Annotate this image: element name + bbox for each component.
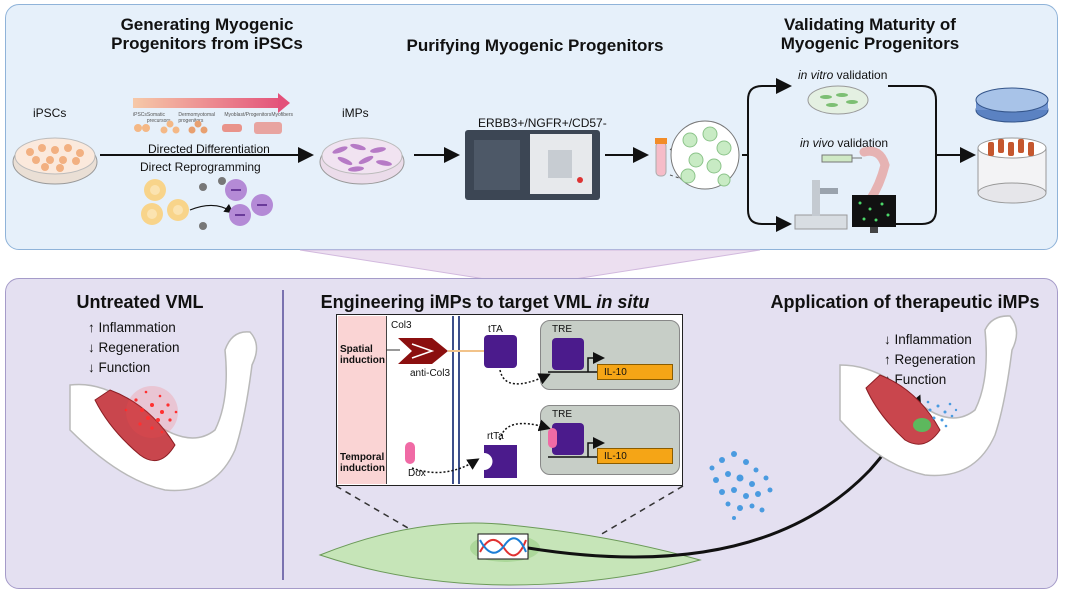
outcome-item: ↓ Function [88, 360, 151, 375]
il10-gene-spatial: IL-10 [597, 364, 673, 380]
outcome-item: ↑ Regeneration [884, 352, 976, 367]
monitor-icon [852, 195, 896, 233]
section-title-generating: Generating Myogenic Progenitors from iPS… [111, 15, 303, 53]
engineered-cell-icon [318, 522, 702, 586]
cell-sorter-icon [465, 130, 600, 200]
col3-label: Col3 [391, 320, 412, 331]
tta-bound-tre-icon [552, 338, 584, 370]
reprogramming-cells-icon [141, 177, 273, 230]
stage-label: iPSCs [133, 112, 147, 118]
stage-label: Myofibers [271, 112, 293, 118]
untreated-outcomes-list: ↑ Inflammation ↓ Regeneration ↓ Function [88, 318, 180, 378]
gradient-arrowhead [278, 93, 290, 113]
treated-arm-icon [839, 315, 1018, 477]
untreated-arm-icon [69, 331, 258, 492]
ecm-region [338, 316, 387, 484]
temporal-induction-label: Temporal induction [340, 452, 385, 474]
engineering-title: Engineering iMPs to target VML in situ [320, 292, 650, 312]
dox-molecule-icon [405, 442, 415, 464]
treated-outcomes-list: ↓ Inflammation ↑ Regeneration ↑ Function [884, 330, 976, 390]
sample-tube-icon [655, 138, 667, 177]
in-vitro-label: in vitro validation [798, 68, 888, 82]
rtta-label: rtTa [487, 431, 504, 442]
il10-label: IL-10 [604, 367, 627, 378]
magnified-cells-icon [670, 120, 740, 190]
untreated-vml-title: Untreated VML [76, 292, 204, 312]
il10-gene-temporal: IL-10 [597, 448, 673, 464]
panel-divider [282, 290, 284, 580]
stage-label: Somatic precursors [146, 112, 171, 124]
in-vivo-label: in vivo validation [800, 136, 889, 150]
rtta-bound-tre-icon [552, 423, 584, 455]
microscope-icon [794, 180, 848, 230]
spatial-induction-label: Spatial induction [340, 344, 385, 366]
dox-label: Dox [408, 468, 426, 479]
imps-label: iMPs [342, 106, 369, 120]
imp-dish-icon [319, 137, 405, 185]
in-vitro-dish-icon [807, 85, 869, 115]
stage-cells-icon [134, 120, 282, 134]
application-title: Application of therapeutic iMPs [770, 292, 1040, 312]
membrane-line-2 [458, 316, 460, 484]
stage-label: Dermomyotomal progenitors [178, 112, 216, 124]
outcome-item: ↓ Regeneration [88, 340, 180, 355]
directed-differentiation-label: Directed Differentiation [148, 142, 270, 156]
ipsc-dish-icon [12, 137, 98, 185]
sort-marker-label: ERBB3+/NGFR+/CD57- [478, 116, 607, 130]
section-title-validating: Validating Maturity of Myogenic Progenit… [780, 15, 960, 53]
tre-label-temporal: TRE [552, 409, 572, 420]
outcome-item: ↑ Inflammation [88, 320, 176, 335]
stage-label: Myoblast/Progenitors [224, 112, 272, 118]
rtta-protein-icon [484, 445, 517, 478]
in-vivo-injection-icon [821, 146, 890, 205]
ipscs-label: iPSCs [33, 106, 67, 120]
culture-plate-icon [975, 87, 1049, 204]
tta-label: tTA [488, 324, 503, 335]
differentiation-gradient-bar [133, 98, 283, 108]
section-title-purifying: Purifying Myogenic Progenitors [406, 36, 664, 55]
stage-label-row: iPSCs Somatic precursors Dermomyotomal p… [133, 112, 293, 124]
secreted-il10-dots-icon [709, 451, 773, 520]
anti-col3-label: anti-Col3 [410, 368, 451, 379]
tre-label-spatial: TRE [552, 324, 572, 335]
outcome-item: ↑ Function [884, 372, 947, 387]
direct-reprogramming-label: Direct Reprogramming [140, 160, 261, 174]
anti-col3-receptor-icon [398, 338, 448, 364]
tta-protein-icon [484, 335, 517, 368]
outcome-item: ↓ Inflammation [884, 332, 972, 347]
il10-label: IL-10 [604, 451, 627, 462]
membrane-line-1 [452, 316, 454, 484]
